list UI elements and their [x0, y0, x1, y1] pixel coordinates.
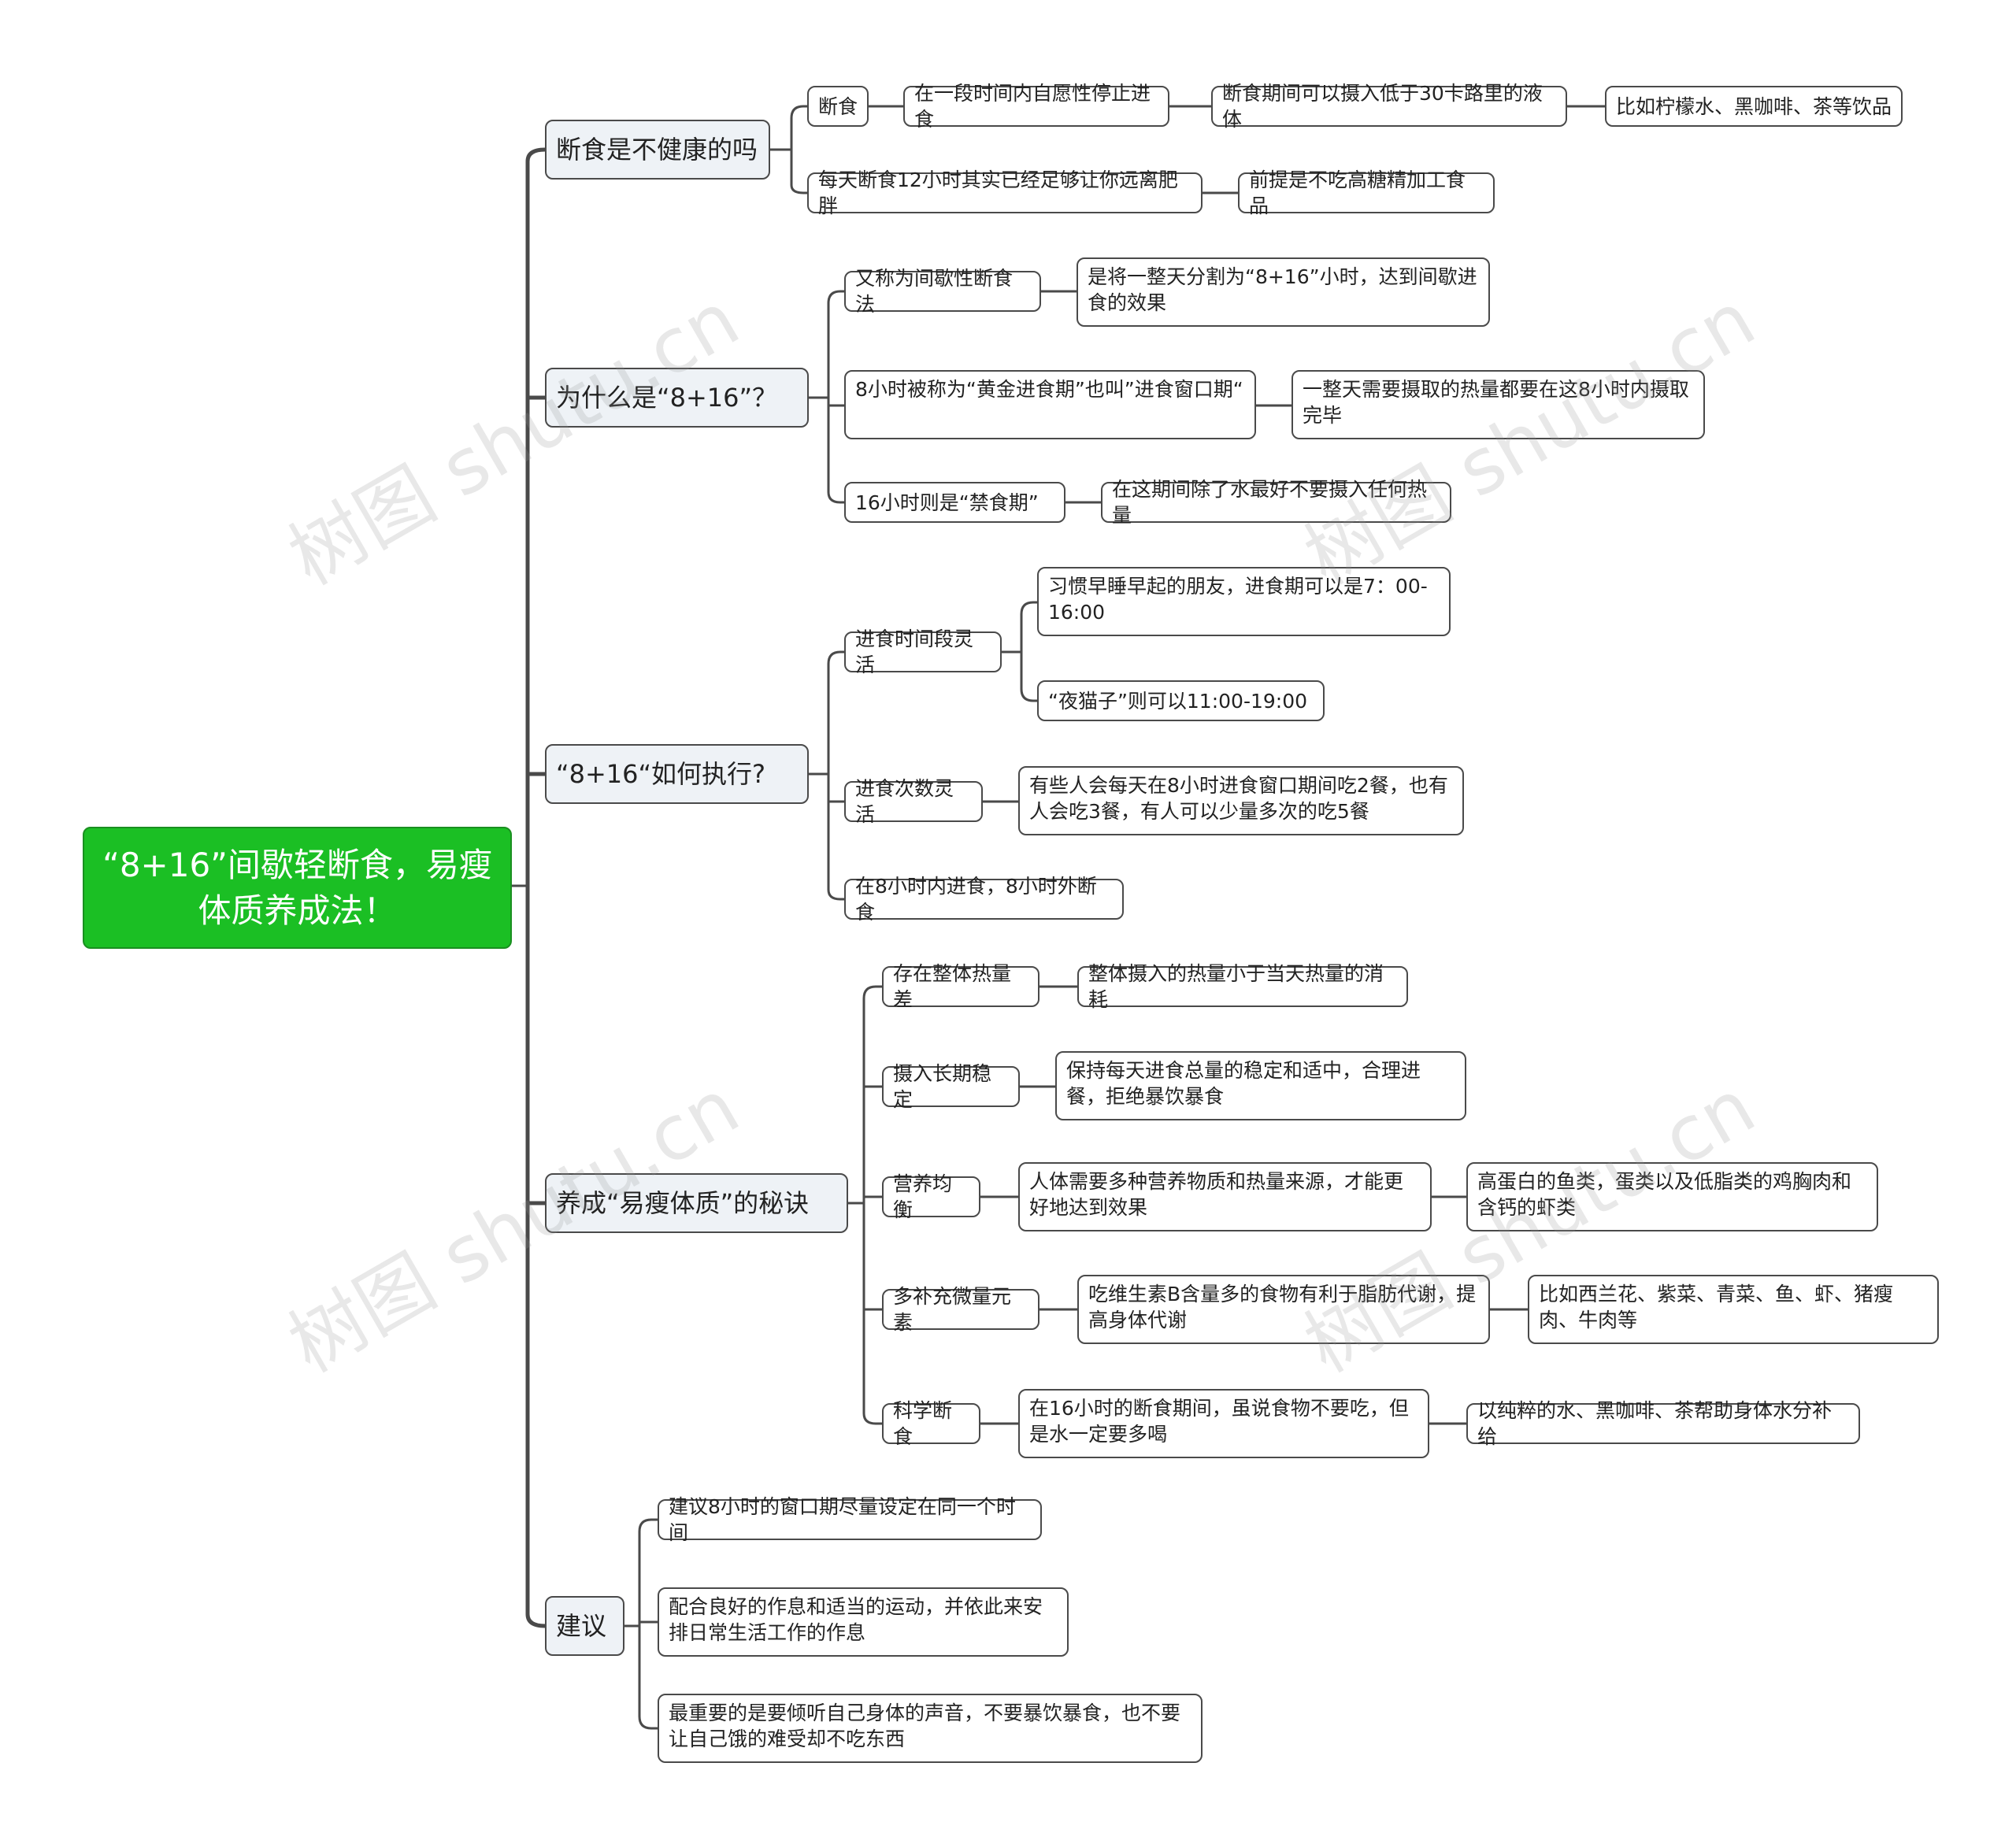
root-topic[interactable]: “8+16”间歇轻断食，易瘦体质养成法！: [83, 827, 512, 949]
root-title: “8+16”间歇轻断食，易瘦体质养成法！: [102, 845, 492, 930]
node-hydration-drinks[interactable]: 以纯粹的水、黑咖啡、茶帮助身体水分补给: [1466, 1399, 1860, 1448]
node-vegetable-examples[interactable]: 比如西兰花、紫菜、青菜、鱼、虾、猪瘦肉、牛肉等: [1528, 1275, 1939, 1344]
node-drink-examples[interactable]: 比如柠檬水、黑咖啡、茶等饮品: [1605, 86, 1903, 127]
node-trace-elements[interactable]: 多补充微量元素: [882, 1285, 1040, 1334]
node-16h-fasting-period[interactable]: 16小时则是“禁食期”: [844, 482, 1065, 523]
node-fasting[interactable]: 断食: [807, 86, 869, 127]
node-no-sugar-premise[interactable]: 前提是不吃高糖精加工食品: [1238, 169, 1495, 217]
branch-lean-body-secrets[interactable]: 养成“易瘦体质”的秘诀: [545, 1173, 848, 1233]
node-flexible-meals[interactable]: 进食次数灵活: [844, 777, 983, 826]
node-scientific-fasting[interactable]: 科学断食: [882, 1399, 980, 1448]
node-golden-window[interactable]: 8小时被称为“黄金进食期”也叫”进食窗口期“: [844, 370, 1256, 439]
node-night-owl[interactable]: “夜猫子”则可以11:00-19:00: [1037, 680, 1325, 721]
node-intake-less-than-burn[interactable]: 整体摄入的热量小于当天热量的消耗: [1077, 962, 1408, 1011]
node-calorie-deficit[interactable]: 存在整体热量差: [882, 962, 1040, 1011]
node-flexible-time[interactable]: 进食时间段灵活: [844, 628, 1002, 676]
node-only-water[interactable]: 在这期间除了水最好不要摄入任何热量: [1101, 478, 1451, 527]
node-intermittent-name[interactable]: 又称为间歇性断食法: [844, 267, 1041, 316]
node-calories-in-8h[interactable]: 一整天需要摄取的热量都要在这8小时内摄取完毕: [1292, 370, 1705, 439]
node-early-bird[interactable]: 习惯早睡早起的朋友，进食期可以是7：00-16:00: [1037, 567, 1451, 636]
node-various-nutrients[interactable]: 人体需要多种营养物质和热量来源，才能更好地达到效果: [1018, 1162, 1432, 1231]
branch-fasting-unhealthy[interactable]: 断食是不健康的吗: [545, 120, 770, 180]
node-schedule-exercise[interactable]: 配合良好的作息和适当的运动，并依此来安排日常生活工作的作息: [658, 1587, 1069, 1657]
node-meal-count[interactable]: 有些人会每天在8小时进食窗口期间吃2餐，也有人会吃3餐，有人可以少量多次的吃5餐: [1018, 766, 1464, 835]
node-under-30-kcal[interactable]: 断食期间可以摄入低于30卡路里的液体: [1211, 82, 1567, 131]
node-listen-to-body[interactable]: 最重要的是要倾听自己身体的声音，不要暴饮暴食，也不要让自己饿的难受却不吃东西: [658, 1694, 1203, 1763]
node-voluntary-stop[interactable]: 在一段时间内自愿性停止进食: [903, 82, 1169, 131]
node-eat-within-8h[interactable]: 在8小时内进食，8小时外断食: [844, 875, 1124, 924]
branch-why-8-16[interactable]: 为什么是“8+16”？: [545, 368, 809, 428]
node-drink-water[interactable]: 在16小时的断食期间，虽说食物不要吃，但是水一定要多喝: [1018, 1389, 1429, 1458]
branch-how-to-execute[interactable]: “8+16“如何执行?: [545, 744, 809, 804]
node-12h-fasting[interactable]: 每天断食12小时其实已经足够让你远离肥胖: [807, 169, 1203, 217]
node-stable-moderate[interactable]: 保持每天进食总量的稳定和适中，合理进餐，拒绝暴饮暴食: [1055, 1051, 1466, 1120]
node-protein-foods[interactable]: 高蛋白的鱼类，蛋类以及低脂类的鸡胸肉和含钙的虾类: [1466, 1162, 1878, 1231]
node-same-window-time[interactable]: 建议8小时的窗口期尽量设定在同一个时间: [658, 1495, 1042, 1544]
node-vitamin-b[interactable]: 吃维生素B含量多的食物有利于脂肪代谢，提高身体代谢: [1077, 1275, 1490, 1344]
node-balanced-nutrition[interactable]: 营养均衡: [882, 1172, 980, 1221]
node-stable-intake[interactable]: 摄入长期稳定: [882, 1062, 1020, 1111]
node-split-day[interactable]: 是将一整天分割为“8+16”小时，达到间歇进食的效果: [1077, 257, 1490, 327]
branch-suggestions[interactable]: 建议: [545, 1596, 624, 1656]
